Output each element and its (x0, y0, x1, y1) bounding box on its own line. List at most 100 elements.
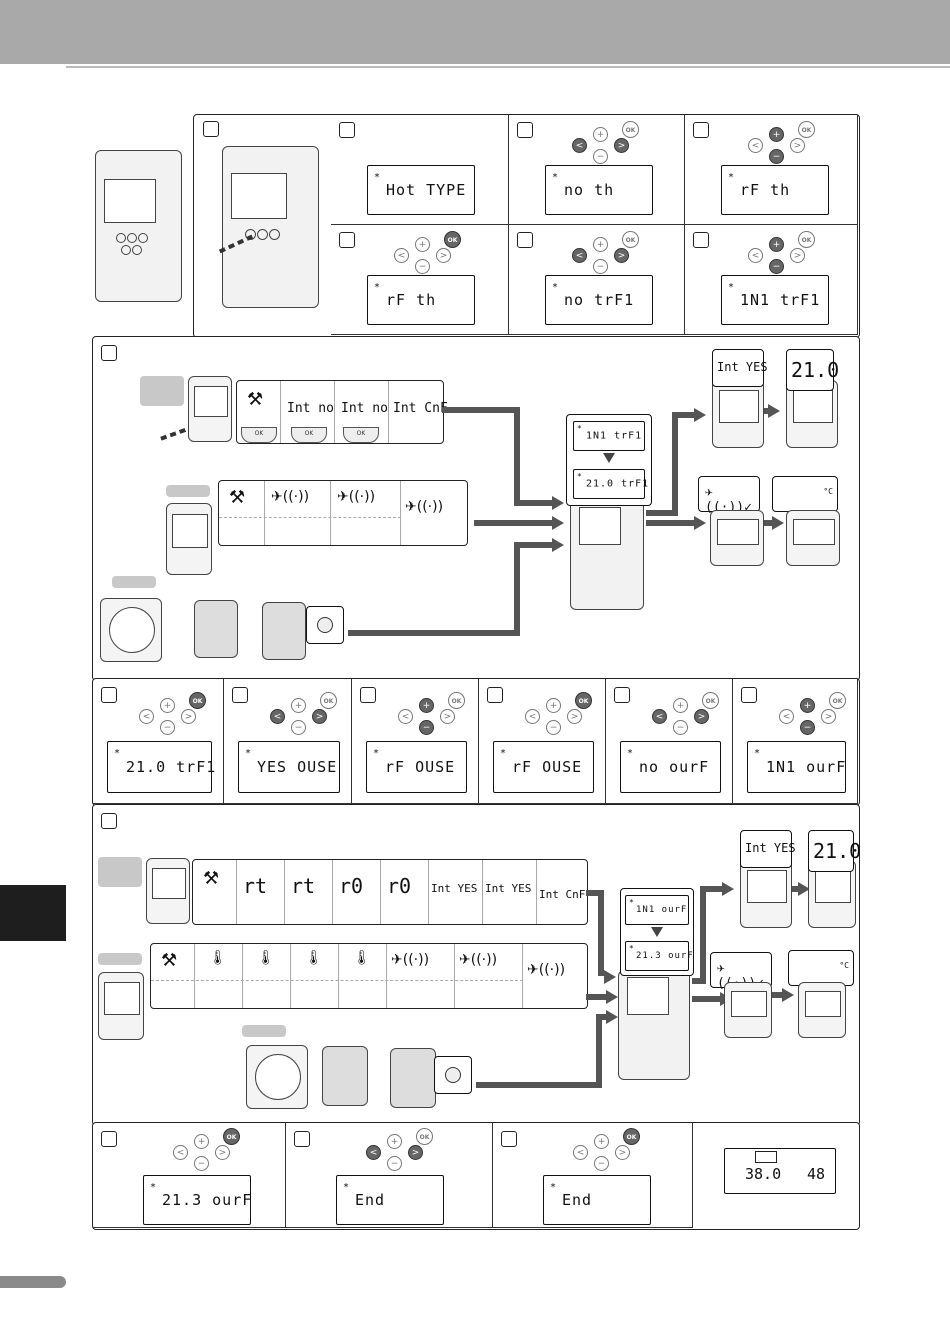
right-button: > (821, 709, 836, 724)
left-button: < (748, 248, 763, 263)
lcd-display: * 21.0 trF1 (573, 469, 648, 499)
antenna-icon: ✈((·)) (337, 489, 376, 505)
device-tag (112, 576, 156, 588)
lcd-text: rF th (740, 181, 791, 199)
lcd-display: *21.0 trF1 (107, 741, 215, 793)
left-button: < (748, 138, 763, 153)
plus-button: + (415, 237, 430, 252)
right-button: > (790, 248, 805, 263)
step-cell (733, 679, 858, 804)
right-button: > (615, 1145, 630, 1160)
header-rule (66, 66, 950, 68)
control-keys: +−<>OK (262, 692, 337, 742)
lcd-display: *End (543, 1175, 651, 1225)
step-cell (509, 225, 685, 335)
control-keys: +−<>OK (771, 692, 846, 742)
tools-icon: ⚒ (161, 950, 178, 971)
step-cell (685, 115, 858, 225)
lcd-display: * 21.3 ourF (625, 941, 693, 971)
minus-button: − (160, 720, 175, 735)
menu-text: Int CnF (393, 401, 448, 416)
control-keys: +−<>OK (390, 692, 465, 742)
final-humidity: 48 (807, 1165, 826, 1183)
controller-unit-illustration (95, 150, 182, 302)
left-button: < (573, 1145, 588, 1160)
control-keys: +−<>OK (386, 231, 461, 281)
flow-arrow (586, 994, 608, 1000)
flow-arrow (764, 408, 772, 414)
step-marker (360, 687, 376, 703)
left-button: < (572, 138, 587, 153)
ok-button: OK (575, 692, 592, 709)
arrow-head (694, 516, 706, 530)
ok-button: OK (623, 1128, 640, 1145)
lcd-display: *rF OUSE (493, 741, 594, 793)
thermostat-programmable (724, 982, 772, 1038)
ok-button: OK (444, 231, 461, 248)
flow-arrow (586, 890, 602, 896)
step-cell (286, 1123, 493, 1228)
step-cell (352, 679, 479, 804)
step-marker (501, 1131, 517, 1147)
step-cell (479, 679, 606, 804)
lcd-display: *no ourF (620, 741, 721, 793)
lcd-display: *21.3 ourF (143, 1175, 251, 1225)
chapter-tab (0, 885, 66, 941)
thermostat-menu-strip: ⚒ Int no Int no Int CnF OK OK OK (236, 380, 448, 444)
flow-arrow (772, 992, 784, 998)
arrow-head (722, 882, 734, 896)
right-button: > (694, 709, 709, 724)
plus-button: + (769, 127, 784, 142)
flow-arrow (700, 886, 706, 984)
step-cell (331, 115, 509, 225)
flow-arrow (514, 500, 554, 506)
minus-button: − (594, 1156, 609, 1171)
ok-button: OK (320, 692, 337, 709)
thermostat-menu-strip: ⚒ rt rt r0 r0 Int YES Int YES Int CnF (192, 859, 588, 925)
menu-text: Int YES (431, 882, 478, 895)
step-marker (101, 813, 117, 829)
control-keys: +−<>OK (564, 121, 639, 171)
step-cell (606, 679, 733, 804)
antenna-icon: ✈((·)) (391, 952, 430, 968)
plus-button: + (800, 698, 815, 713)
controller-unit (570, 500, 644, 610)
arrow-head (694, 408, 706, 422)
ok-button: OK (189, 692, 206, 709)
step-marker (517, 232, 533, 248)
flow-arrow (764, 520, 774, 526)
device-tag (166, 485, 210, 497)
menu-text: Int no (341, 401, 388, 416)
step-marker (232, 687, 248, 703)
minus-button: − (673, 720, 688, 735)
ok-button: OK (798, 121, 815, 138)
left-button: < (394, 248, 409, 263)
step-marker (517, 122, 533, 138)
thermostat-back-plate (262, 602, 306, 660)
antenna-icon: ✈((·)) (405, 499, 444, 515)
step-marker (294, 1131, 310, 1147)
left-button: < (173, 1145, 188, 1160)
flow-arrow (442, 407, 518, 413)
arrow-head (772, 516, 784, 530)
plus-button: + (387, 1134, 402, 1149)
arrow-head (552, 516, 564, 530)
tools-icon: ⚒ (203, 868, 220, 889)
left-button: < (525, 709, 540, 724)
controller-display-bubble: * 1N1 ourF * 21.3 ourF (620, 888, 694, 976)
control-keys: +−<>OK (358, 1128, 433, 1178)
right-button: > (790, 138, 805, 153)
plus-button: + (593, 127, 608, 142)
ok-button: OK (448, 692, 465, 709)
arrow-head (768, 404, 780, 418)
controller-unit (618, 970, 690, 1080)
control-keys: +−<>OK (565, 1128, 640, 1178)
menu-text: r0 (387, 874, 412, 898)
menu-text: Int no (287, 401, 334, 416)
step-cell (331, 225, 509, 335)
arrow-head (798, 882, 810, 896)
control-keys: +−<>OK (564, 231, 639, 281)
plus-button: + (160, 698, 175, 713)
thermometer-icon: 🌡 (209, 950, 227, 966)
ok-button: OK (223, 1128, 240, 1145)
